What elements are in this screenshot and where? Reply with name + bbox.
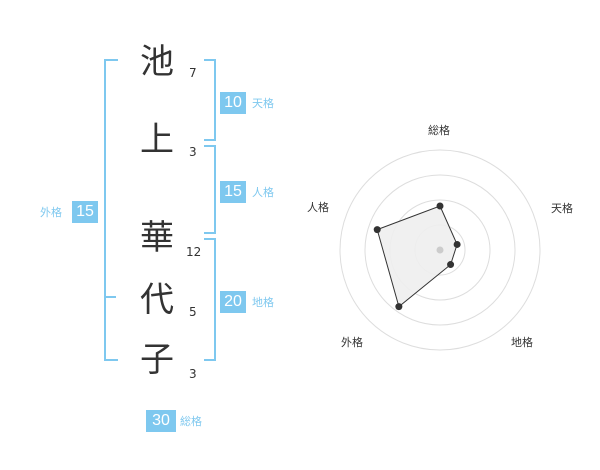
stroke-count-4: 5 — [189, 305, 197, 319]
chikaku-bracket — [204, 238, 216, 361]
jinkaku-label: 人格 — [252, 186, 274, 199]
radar-axis-label-jinkaku: 人格 — [307, 201, 329, 214]
jinkaku-bracket — [204, 145, 216, 234]
name-char-5: 子 — [140, 340, 174, 380]
radar-point — [447, 261, 455, 269]
gaikaku-label: 外格 — [40, 206, 62, 219]
name-char-1: 池 — [140, 42, 174, 82]
radar-point — [373, 226, 381, 234]
radar-polygon — [376, 205, 458, 308]
soukaku-label: 総格 — [180, 415, 202, 428]
gaikaku-value: 15 — [72, 201, 98, 223]
stroke-count-3: 12 — [186, 245, 202, 259]
chikaku-value: 20 — [220, 291, 246, 313]
radar-axis-label-soukaku: 総格 — [428, 124, 450, 137]
radar-axis-label-chikaku: 地格 — [511, 336, 533, 349]
radar-ring — [364, 174, 516, 326]
radar-point — [436, 202, 444, 210]
name-char-4: 代 — [140, 280, 174, 320]
radar-ring — [339, 149, 541, 351]
name-char-2: 上 — [140, 120, 174, 160]
bracket-divider — [104, 296, 116, 298]
jinkaku-value: 15 — [220, 181, 246, 203]
stroke-count-5: 3 — [189, 367, 197, 381]
soukaku-value: 30 — [146, 410, 176, 432]
gaikaku-bracket — [104, 59, 118, 361]
chikaku-label: 地格 — [252, 296, 274, 309]
tenkaku-label: 天格 — [252, 97, 274, 110]
radar-axis-label-gaikaku: 外格 — [341, 336, 363, 349]
stroke-count-1: 7 — [189, 66, 197, 80]
radar-point — [395, 303, 403, 311]
name-char-3: 華 — [140, 218, 174, 258]
tenkaku-value: 10 — [220, 92, 246, 114]
radar-center — [436, 246, 444, 254]
stroke-count-2: 3 — [189, 145, 197, 159]
radar-axis-label-tenkaku: 天格 — [551, 202, 573, 215]
tenkaku-bracket — [204, 59, 216, 141]
radar-points — [373, 202, 461, 311]
radar-point — [453, 240, 461, 248]
